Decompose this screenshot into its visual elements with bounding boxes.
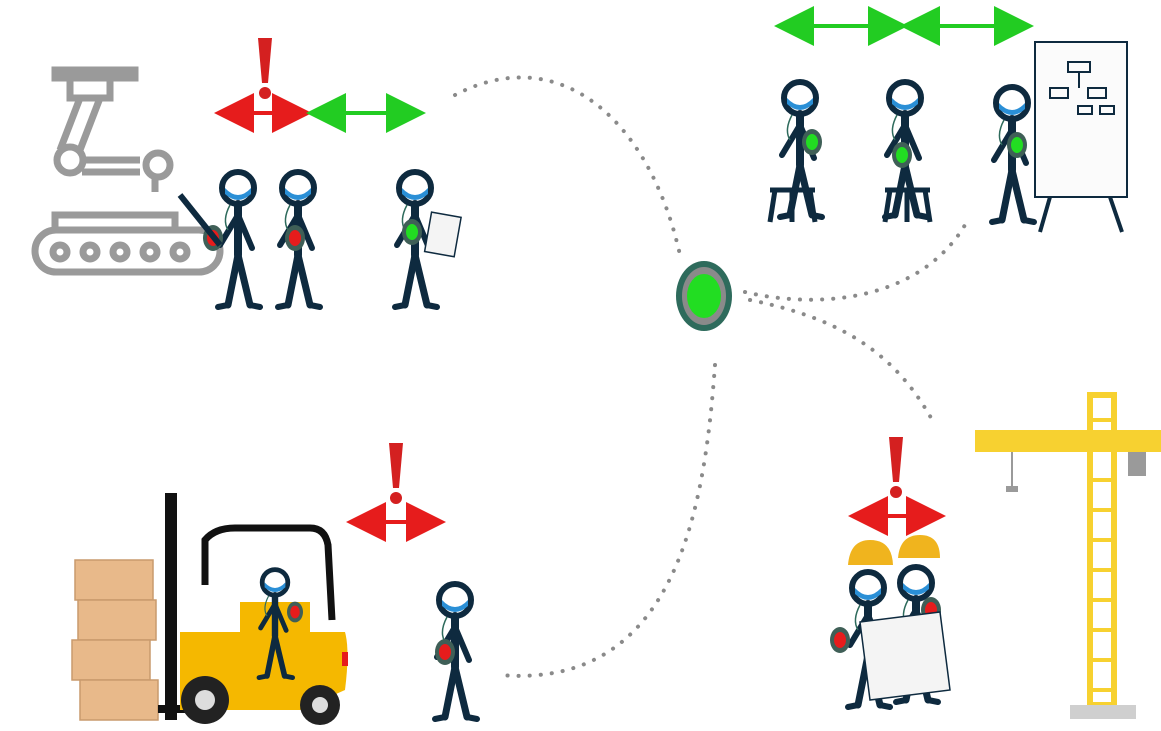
tower-crane-icon <box>975 395 1161 719</box>
flipchart-icon <box>1035 42 1127 232</box>
exclamation-icon <box>889 437 903 498</box>
worker-figure <box>180 172 260 307</box>
boxes-icon <box>72 560 158 720</box>
blueprint-icon <box>860 612 950 700</box>
worker-figure <box>278 172 320 307</box>
helmet-icon <box>848 535 940 565</box>
worker-figure <box>395 172 461 307</box>
worker-figure <box>435 584 477 719</box>
robot-arm-conveyor-icon <box>35 70 220 272</box>
forklift-icon <box>158 493 348 725</box>
worker-figure <box>780 82 822 217</box>
gateway-device-icon <box>676 261 732 331</box>
connection-dots <box>455 77 965 675</box>
exclamation-icon <box>258 38 272 99</box>
worker-figure <box>992 87 1034 222</box>
exclamation-icon <box>389 443 403 504</box>
